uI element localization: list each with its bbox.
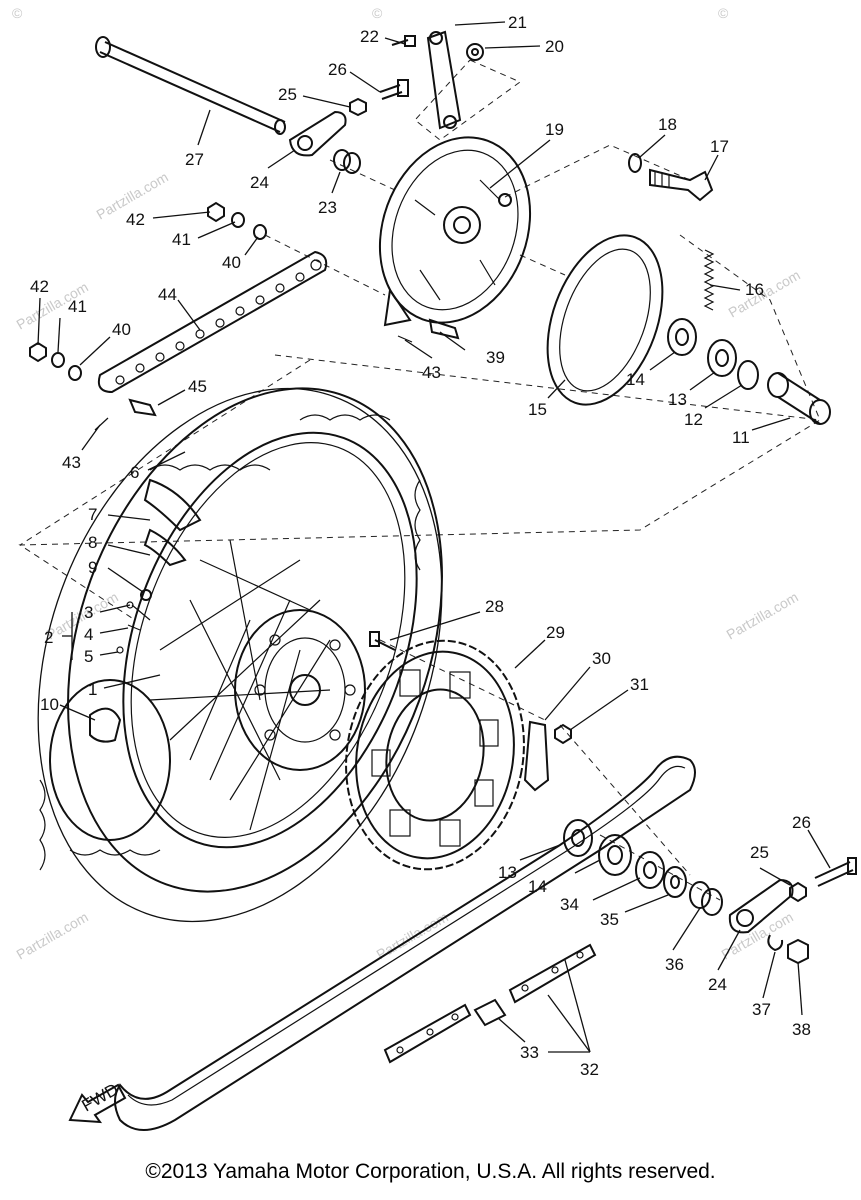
chain-adjuster-bottom — [728, 857, 857, 965]
axle-spacer — [767, 372, 831, 425]
rear-axle — [95, 36, 286, 135]
sprocket-bolt — [369, 631, 396, 651]
callout-labels: 1 2 3 4 5 6 7 8 9 10 11 12 13 14 15 16 1… — [30, 13, 811, 1079]
callout-28: 28 — [485, 597, 504, 616]
rear-wheel — [37, 387, 443, 923]
callout-21: 21 — [508, 13, 527, 32]
callout-13b: 13 — [498, 863, 517, 882]
callout-38: 38 — [792, 1020, 811, 1039]
callout-7: 7 — [88, 505, 97, 524]
callout-33: 33 — [520, 1043, 539, 1062]
callout-15: 15 — [528, 400, 547, 419]
chain-adjuster-top — [288, 110, 347, 157]
brake-shoe-plate — [378, 136, 532, 327]
callout-45: 45 — [188, 377, 207, 396]
watermark: Partzilla.com — [14, 909, 91, 963]
callout-35: 35 — [600, 910, 619, 929]
callout-20: 20 — [545, 37, 564, 56]
callout-17: 17 — [710, 137, 729, 156]
callout-44: 44 — [158, 285, 177, 304]
callout-3: 3 — [84, 603, 93, 622]
callout-8: 8 — [88, 533, 97, 552]
callout-leader-lines — [37, 21, 831, 1053]
rear-sprocket — [345, 639, 525, 871]
drive-chain — [114, 755, 696, 1131]
callout-27: 27 — [185, 150, 204, 169]
brake-shoe — [546, 234, 664, 406]
chain-section — [383, 943, 597, 1064]
callout-40b: 40 — [112, 320, 131, 339]
callout-16: 16 — [745, 280, 764, 299]
callout-9: 9 — [88, 558, 97, 577]
callout-34: 34 — [560, 895, 579, 914]
callout-24b: 24 — [708, 975, 727, 994]
callout-12: 12 — [684, 410, 703, 429]
callout-37: 37 — [752, 1000, 771, 1019]
callout-26: 26 — [328, 60, 347, 79]
callout-26b: 26 — [792, 813, 811, 832]
callout-25: 25 — [278, 85, 297, 104]
callout-6: 6 — [130, 463, 139, 482]
brake-camshaft — [628, 153, 714, 202]
spoke-nipple — [116, 589, 152, 654]
callout-22: 22 — [360, 27, 379, 46]
return-spring — [703, 249, 715, 311]
watermark: © — [12, 5, 23, 21]
sprocket-hub-bearings — [563, 819, 687, 898]
copyright-notice: ©2013 Yamaha Motor Corporation, U.S.A. A… — [145, 1160, 716, 1183]
callout-36: 36 — [665, 955, 684, 974]
callout-39: 39 — [486, 348, 505, 367]
callout-32: 32 — [580, 1060, 599, 1079]
adjuster-bolt-top — [349, 35, 416, 117]
callout-11: 11 — [732, 428, 750, 447]
callout-29: 29 — [546, 623, 565, 642]
wheel-hub — [234, 609, 366, 771]
callout-13: 13 — [668, 390, 687, 409]
callout-10: 10 — [40, 695, 59, 714]
callout-18: 18 — [658, 115, 677, 134]
callout-43: 43 — [422, 363, 441, 382]
wheel-bearing — [667, 318, 759, 390]
fwd-arrow: FWD — [68, 1080, 127, 1124]
callout-1: 1 — [88, 680, 97, 699]
rim-band — [89, 478, 202, 743]
callout-42: 42 — [126, 210, 145, 229]
callout-31: 31 — [630, 675, 649, 694]
callout-2: 2 — [44, 628, 53, 647]
callout-41b: 41 — [68, 297, 87, 316]
callout-30: 30 — [592, 649, 611, 668]
callout-5: 5 — [84, 647, 93, 666]
watermark: © — [718, 5, 729, 21]
fwd-arrow-label: FWD — [79, 1080, 122, 1116]
callout-4: 4 — [84, 625, 93, 644]
watermark: Partzilla.com — [726, 267, 803, 321]
callout-42b: 42 — [30, 277, 49, 296]
torque-arm — [426, 30, 484, 130]
callout-14b: 14 — [528, 877, 547, 896]
watermark: Partzilla.com — [724, 589, 801, 643]
callout-40: 40 — [222, 253, 241, 272]
callout-43b: 43 — [62, 453, 81, 472]
tension-bar — [29, 201, 460, 431]
callout-14: 14 — [626, 370, 645, 389]
callout-41: 41 — [172, 230, 191, 249]
callout-19: 19 — [545, 120, 564, 139]
callout-23: 23 — [318, 198, 337, 217]
callout-25b: 25 — [750, 843, 769, 862]
watermark: © — [372, 5, 383, 21]
lock-washer — [523, 720, 572, 792]
callout-24: 24 — [250, 173, 269, 192]
collar — [333, 149, 361, 174]
